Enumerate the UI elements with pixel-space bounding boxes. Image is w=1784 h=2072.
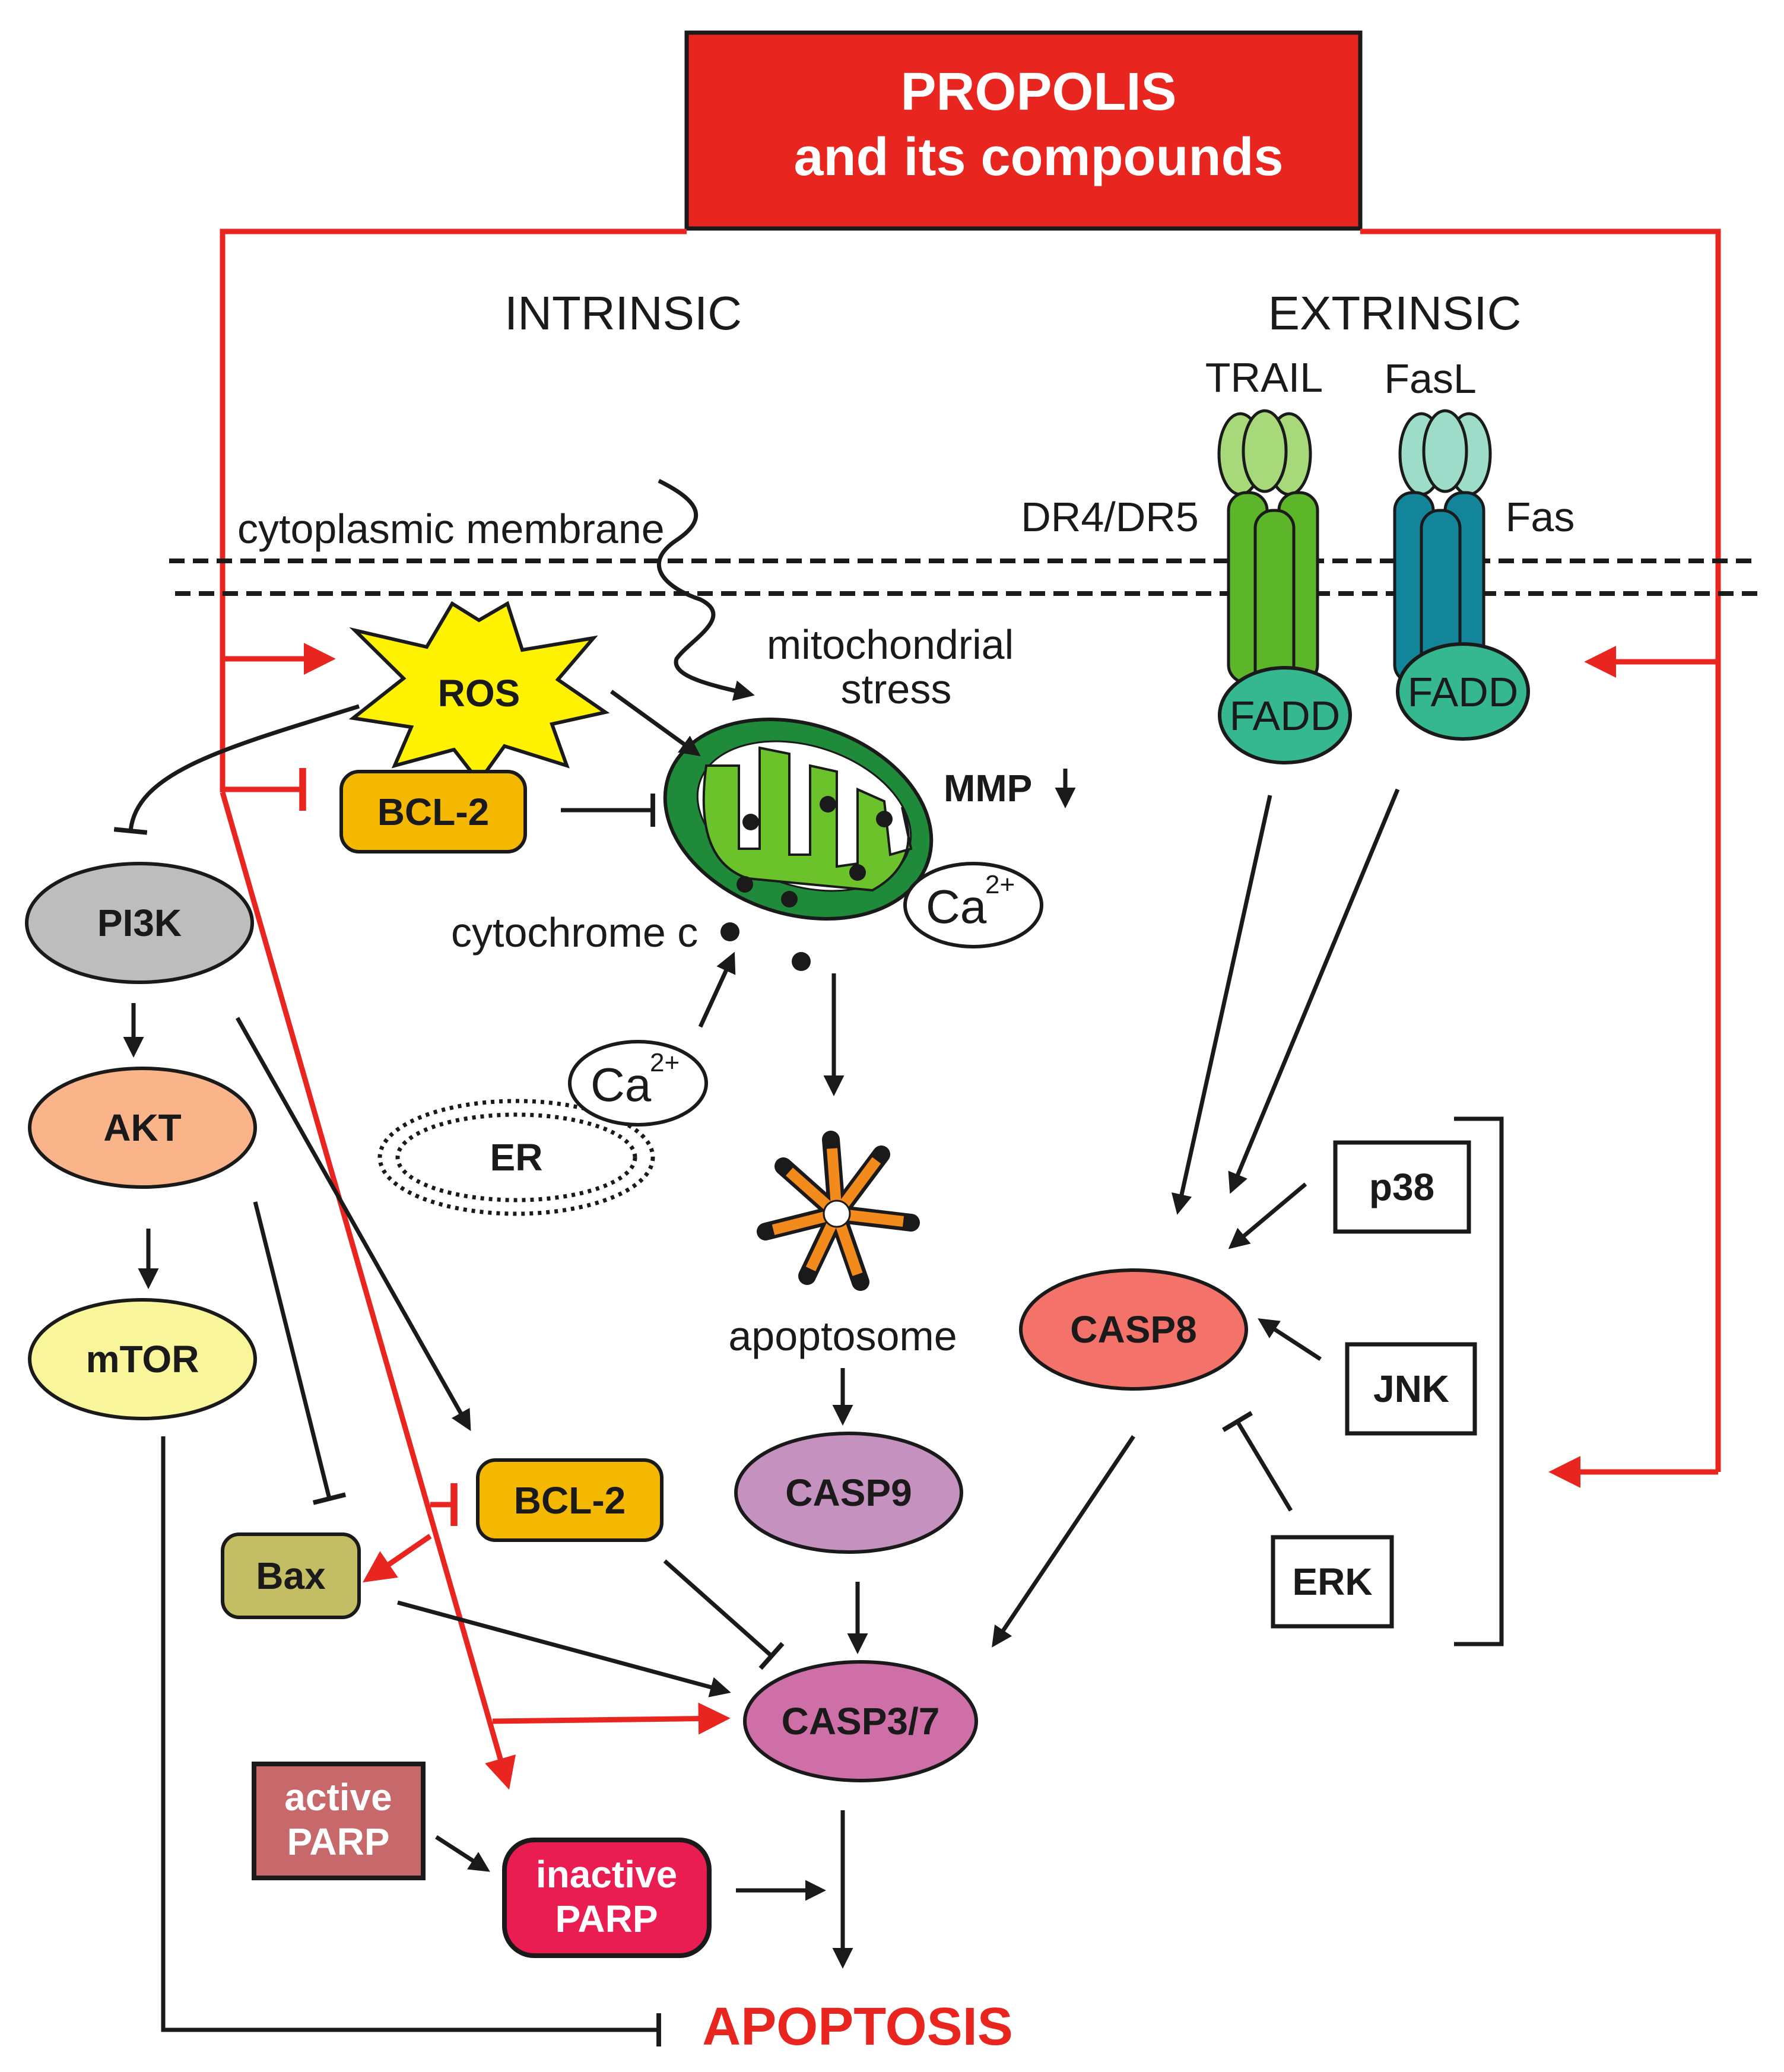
trail-label: TRAIL [1205,354,1323,401]
intrinsic-heading: INTRINSIC [504,287,742,339]
mapk-bracket [1454,1116,1504,1646]
ca-mito-superscript: 2+ [985,870,1015,899]
jnk-label: JNK [1373,1367,1449,1410]
cytoplasmic-membrane-label: cytoplasmic membrane [237,506,665,552]
casp9-node: CASP9 [734,1432,963,1554]
casp8-label: CASP8 [1070,1308,1196,1351]
ros-node: ROS [348,601,610,785]
ros-to-mitochondrion-arrow [610,690,701,757]
cytochrome-c-label: cytochrome c [451,909,698,956]
mitochondrial-stress-label-2: stress [841,666,952,712]
title-line-2: and its compounds [793,128,1283,187]
bcl2-lower-label: BCL-2 [514,1479,626,1522]
fas-label: Fas [1506,494,1575,540]
apoptosis-label: APOPTOSIS [702,1997,1012,2057]
extrinsic-heading: EXTRINSIC [1268,287,1522,339]
pi3k-label: PI3K [97,902,182,944]
apoptosome-icon [757,1131,920,1291]
mtor-inhibits-apoptosis-arrow [161,1436,661,2046]
fadd-fas-node: FADD [1396,642,1530,741]
mitochondrial-stress-label-1: mitochondrial [767,621,1014,668]
inactive-parp-node: inactive PARP [502,1838,712,1958]
mitochondrial-stress-wavy-arrow [656,478,755,701]
dr4-dr5-receptor [1227,491,1319,690]
bax-node: Bax [221,1532,361,1619]
fasl-label: FasL [1384,356,1477,402]
propolis-activates-casp37-arrow [492,1702,731,1735]
propolis-activates-bax-arrow [363,1534,432,1583]
fadd-trail-label: FADD [1230,693,1341,739]
casp8-to-casp37-arrow [992,1435,1135,1648]
casp9-label: CASP9 [785,1471,912,1514]
ros-label: ROS [438,672,520,715]
bcl2-upper-label: BCL-2 [377,791,489,833]
ca-er-label: Ca [591,1058,652,1111]
cytochrome-c-dot [720,922,739,941]
p38-node: p38 [1333,1140,1471,1234]
p38-to-casp8-arrow [1228,1182,1307,1249]
erk-inhibits-casp8-arrow [1221,1411,1293,1512]
casp37-node: CASP3/7 [743,1660,978,1782]
erk-label: ERK [1292,1560,1372,1603]
ros-inhibits-pi3k-arrow [113,704,360,835]
active-parp-node: active PARP [252,1762,426,1880]
ca-mito-node: Ca 2+ [903,862,1043,948]
propolis-frame-lines [220,229,1721,1790]
cytochrome-c-dot [792,952,811,971]
inactive-parp-label-2: PARP [555,1898,658,1940]
ca-to-cytochrome-arrow [698,951,736,1028]
apoptosome-label: apoptosome [728,1313,957,1359]
mitochondrion [663,718,934,921]
dr4-dr5-label: DR4/DR5 [1021,494,1199,540]
fasl-ligand [1398,409,1492,496]
active-parp-label-2: PARP [287,1820,389,1863]
mmp-label: MMP [944,767,1032,810]
bcl2-lower-node: BCL-2 [476,1458,664,1542]
pi3k-node: PI3K [25,862,254,984]
trail-ligand [1217,409,1312,496]
er-label: ER [490,1136,543,1179]
pi3k-to-bcl2-lower-arrow [235,1017,471,1432]
p38-label: p38 [1369,1166,1434,1208]
propolis-title-box: PROPOLIS and its compounds [684,30,1363,231]
bax-label: Bax [256,1554,326,1597]
casp8-node: CASP8 [1019,1268,1248,1391]
akt-label: AKT [103,1106,182,1149]
fadd-trail-to-casp8-arrow [1171,795,1272,1215]
jnk-to-casp8-arrow [1258,1318,1322,1361]
fadd-trail-node: FADD [1218,666,1352,764]
ca-er-node: Ca 2+ [568,1040,708,1127]
akt-node: AKT [28,1067,257,1189]
active-to-inactive-parp-arrow [435,1835,490,1872]
fadd-fas-to-casp8-arrow [1228,788,1400,1194]
ca-mito-label: Ca [926,880,987,933]
erk-node: ERK [1271,1535,1394,1629]
casp37-label: CASP3/7 [782,1700,940,1743]
jnk-node: JNK [1345,1342,1477,1436]
title-line-1: PROPOLIS [900,62,1176,122]
inactive-parp-label-1: inactive [536,1853,677,1896]
mtor-node: mTOR [28,1298,257,1420]
bcl2-upper-node: BCL-2 [339,770,527,853]
mtor-label: mTOR [86,1338,199,1381]
bax-to-casp37-arrow [397,1600,731,1697]
bcl2-inhibits-casp37-arrow [663,1559,785,1670]
fadd-fas-label: FADD [1408,669,1519,715]
active-parp-label-1: active [284,1776,392,1819]
er-node: ER [377,1099,655,1216]
ca-er-superscript: 2+ [650,1048,680,1077]
cytoplasmic-membrane [169,559,1763,596]
akt-inhibits-bax-arrow [253,1201,347,1505]
